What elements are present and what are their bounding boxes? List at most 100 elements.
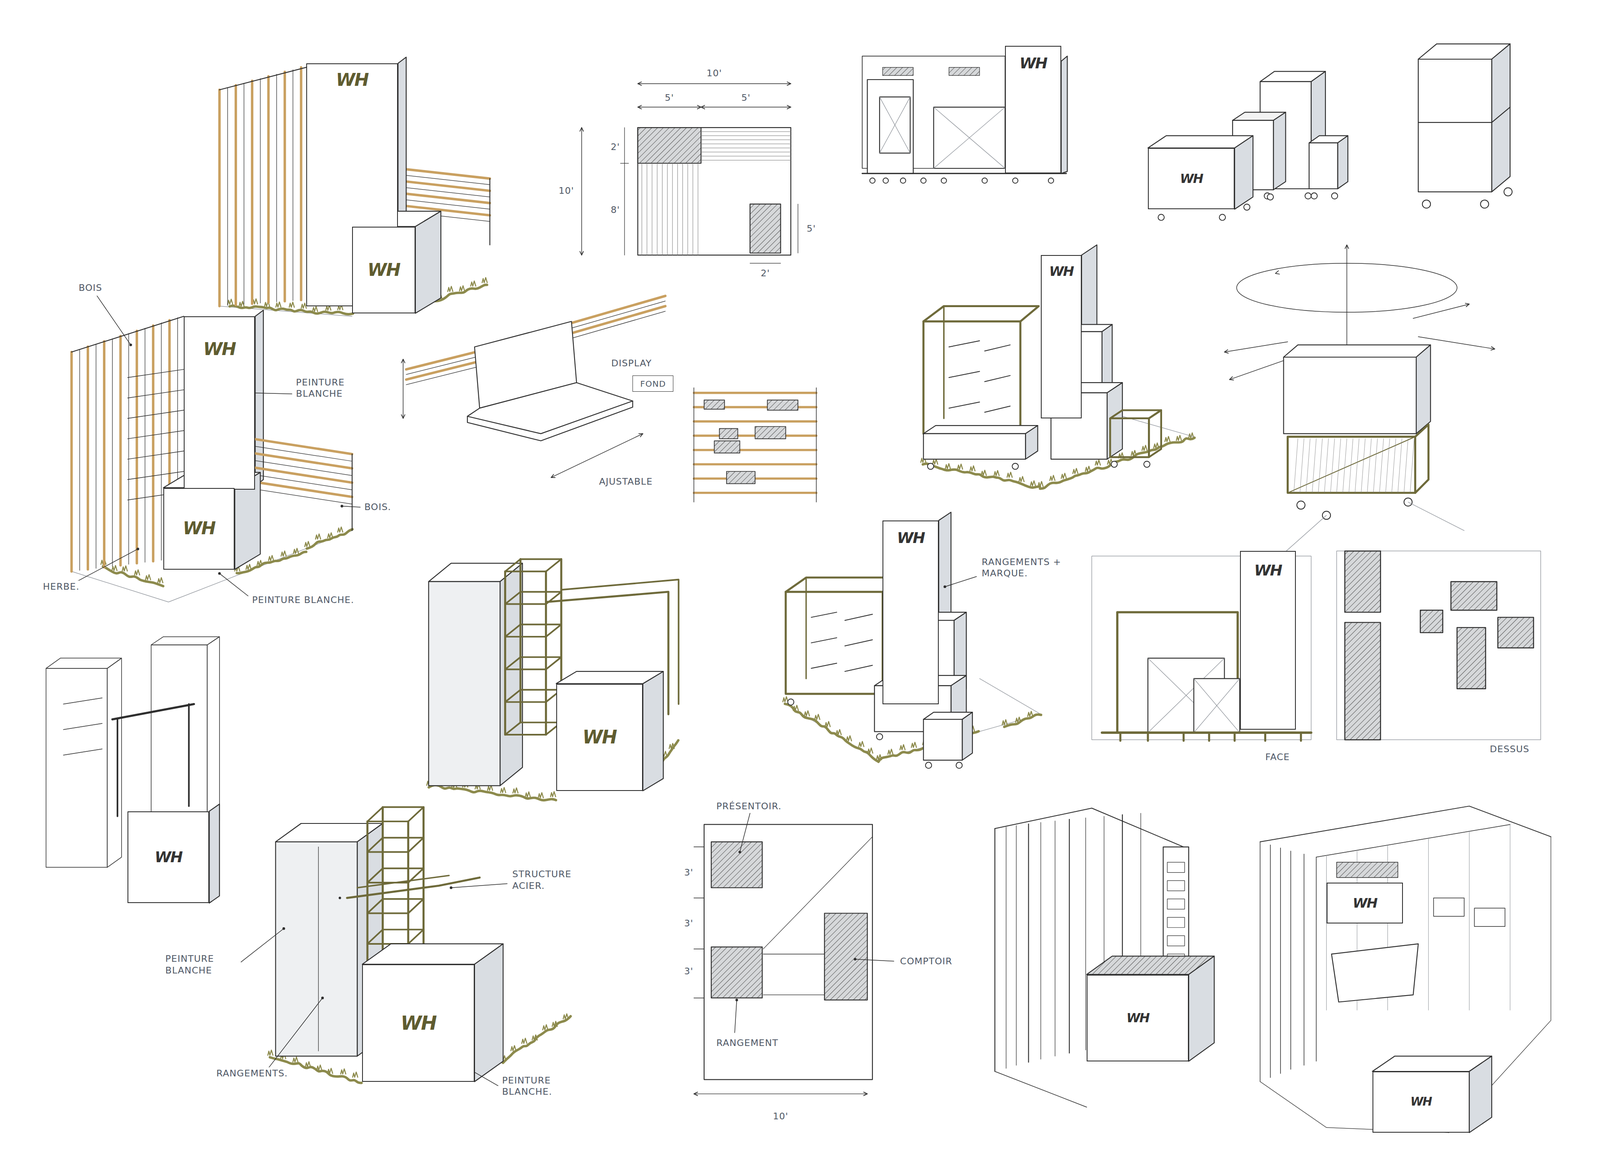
sketch-line — [1260, 841, 1261, 1082]
box-side — [1491, 43, 1510, 192]
sketch-line — [1300, 438, 1305, 493]
caster-wheel — [920, 177, 927, 184]
sketch-line — [1345, 550, 1381, 613]
arrow-head — [580, 127, 584, 132]
logo-text: WH — [203, 339, 236, 359]
sketch-line — [467, 400, 633, 441]
box-side — [1416, 345, 1431, 434]
grass-tuft — [876, 754, 882, 760]
sketch-line — [879, 97, 910, 154]
wood-slat — [144, 327, 145, 563]
annotation-label: PEINTURE BLANCHE. — [250, 593, 357, 607]
sketch-line — [1182, 732, 1185, 741]
illustration — [45, 43, 1551, 1133]
arrow-head — [863, 1092, 868, 1096]
sketch-line — [219, 67, 307, 90]
sketch-line — [1303, 853, 1305, 1065]
sketch-line — [1193, 678, 1240, 733]
wood-slat — [260, 78, 261, 304]
arrow-head — [580, 251, 584, 255]
leader-line — [855, 959, 894, 962]
sketch-line — [1280, 515, 1327, 557]
grass-tuft — [512, 787, 518, 793]
sketch-line — [1312, 438, 1317, 493]
leader-line — [97, 295, 131, 345]
grass-tuft — [945, 463, 951, 469]
sketch-line — [1061, 56, 1068, 174]
steel-frame — [357, 875, 449, 888]
wood-slat — [227, 87, 228, 306]
annotation-label: 10' — [556, 184, 577, 198]
sketch-line — [1397, 438, 1403, 493]
sketch-line — [209, 803, 220, 903]
arrow-head — [401, 359, 405, 363]
wood-slat — [267, 76, 270, 303]
sketch-line — [1193, 678, 1240, 733]
sketch-line — [1167, 898, 1185, 909]
logo-text: WH — [1180, 171, 1203, 186]
sketch-line — [815, 387, 817, 502]
sketch-line — [763, 994, 825, 995]
dimension-line — [402, 359, 404, 419]
caster-wheel — [1012, 177, 1018, 184]
caster-wheel — [1296, 500, 1305, 510]
caster-wheel — [927, 463, 934, 470]
caster-wheel — [1243, 204, 1250, 211]
box-front — [151, 645, 208, 829]
grass-tuft — [134, 569, 140, 575]
sketch-line — [693, 997, 704, 998]
grass-tuft — [327, 532, 333, 538]
sketch-line — [1373, 438, 1378, 493]
grass-tuft — [312, 306, 318, 312]
box-front — [1283, 357, 1417, 434]
sketch-line — [1428, 837, 1429, 1010]
grass-tuft — [292, 1056, 298, 1062]
box-top — [923, 425, 1038, 434]
sketch-line — [1264, 732, 1267, 741]
leader-dot — [321, 996, 324, 1000]
logo-text: WH — [897, 529, 925, 547]
sketch-line — [995, 1071, 1087, 1108]
logo-text: WH — [1410, 1095, 1432, 1109]
logo-text: WH — [367, 260, 400, 280]
wood-slat — [79, 349, 80, 570]
sketch-line — [933, 107, 1005, 169]
annotation-label: 5' — [662, 91, 676, 105]
steel-frame — [519, 559, 522, 723]
logo-panel: WH — [163, 487, 235, 570]
grass-tuft — [112, 565, 118, 571]
wood-slat — [693, 420, 817, 423]
grass-tuft — [1030, 480, 1036, 486]
grass-tuft — [1061, 473, 1067, 479]
caster-wheel — [1422, 200, 1431, 209]
sketch-line — [1293, 438, 1298, 493]
sketch-line — [811, 663, 837, 669]
wood-slat — [70, 352, 73, 572]
leader-line — [251, 392, 293, 394]
sketch-line — [943, 306, 945, 419]
arrow-head — [693, 1092, 698, 1096]
grass-tuft — [887, 749, 893, 755]
annotation-label: RANGEMENTS + MARQUE. — [979, 555, 1071, 580]
sketch-line — [687, 163, 688, 255]
grass-tuft — [315, 533, 321, 539]
wood-slat — [102, 341, 106, 568]
dimension-line — [637, 83, 791, 84]
caster-wheel — [1219, 214, 1226, 221]
leader-dot — [738, 850, 741, 853]
grass-tuft — [227, 299, 233, 305]
sketch-line — [811, 612, 837, 618]
box-front — [1110, 418, 1149, 458]
box-side — [1469, 1055, 1492, 1133]
annotation-label: 10' — [704, 67, 725, 80]
sketch-line — [995, 807, 1184, 847]
logo-panel: WH — [183, 316, 255, 490]
sketch-line — [693, 387, 695, 502]
sketch-line — [994, 828, 996, 1072]
sketch-line — [1342, 438, 1348, 493]
grass-tuft — [145, 574, 151, 580]
sketch-line — [187, 704, 190, 807]
sketch-line — [755, 426, 786, 439]
box-side — [107, 657, 122, 868]
wood-slat — [234, 85, 238, 305]
